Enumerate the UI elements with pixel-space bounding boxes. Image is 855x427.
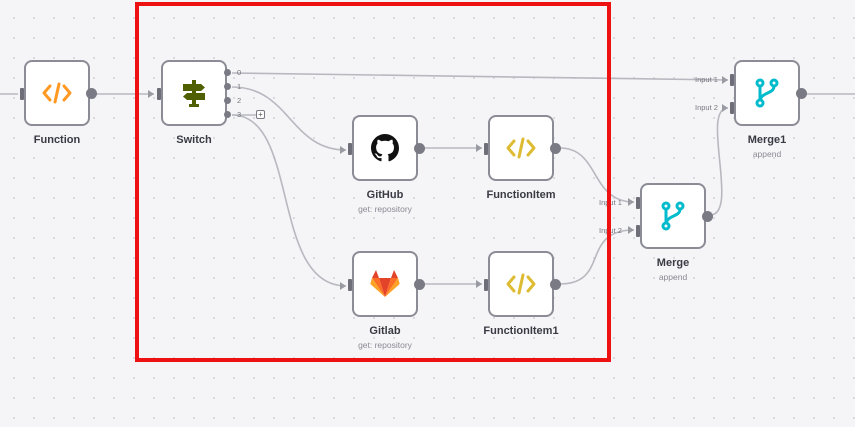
merge1-input-2-label: Input 2 xyxy=(695,103,718,112)
merge-label: Merge xyxy=(656,257,690,269)
add-node-button[interactable]: + xyxy=(256,110,265,119)
switch-output-label-1: 1 xyxy=(237,82,242,91)
github-node[interactable] xyxy=(352,115,418,181)
function-output-handle[interactable] xyxy=(86,88,97,99)
github-label: GitHub xyxy=(366,189,404,201)
merge-icon xyxy=(660,201,686,231)
function-input-handle[interactable] xyxy=(20,88,24,100)
switch-output-3[interactable] xyxy=(224,111,231,118)
arrowhead xyxy=(340,146,346,154)
functionitem-input-handle[interactable] xyxy=(484,143,488,155)
gitlab-input-handle[interactable] xyxy=(348,279,352,291)
switch-label: Switch xyxy=(176,134,212,146)
merge-input-2-label: Input 2 xyxy=(599,226,622,235)
functionitem1-output-handle[interactable] xyxy=(550,279,561,290)
function-label: Function xyxy=(33,134,81,146)
gitlab-node[interactable] xyxy=(352,251,418,317)
functionitem-label: FunctionItem xyxy=(486,189,556,201)
edge-merge-merge1 xyxy=(709,107,729,216)
switch-input-handle[interactable] xyxy=(157,88,161,100)
arrowhead xyxy=(628,226,634,234)
edge-functionitem1-merge xyxy=(559,229,635,285)
merge-input-1-handle[interactable] xyxy=(636,197,640,209)
arrowhead xyxy=(722,76,728,84)
arrowhead xyxy=(628,198,634,206)
merge-icon xyxy=(754,78,780,108)
edge-functionitem-merge xyxy=(559,147,635,203)
arrowhead xyxy=(148,90,154,98)
gitlab-icon xyxy=(370,270,400,298)
function-node[interactable] xyxy=(24,60,90,126)
edge-switch0-merge1 xyxy=(231,72,729,81)
merge-output-handle[interactable] xyxy=(702,211,713,222)
merge1-label: Merge1 xyxy=(747,134,787,146)
edge-switch3-gitlab xyxy=(231,114,347,287)
merge1-input-1-handle[interactable] xyxy=(730,74,734,86)
merge1-subtitle: append xyxy=(752,149,782,159)
edge-switch1-github xyxy=(231,86,347,151)
github-input-handle[interactable] xyxy=(348,143,352,155)
github-subtitle: get: repository xyxy=(358,204,412,214)
merge-input-1-label: Input 1 xyxy=(599,198,622,207)
code-icon xyxy=(506,273,536,295)
functionitem1-label: FunctionItem1 xyxy=(483,325,559,337)
arrowhead xyxy=(476,280,482,288)
github-output-handle[interactable] xyxy=(414,143,425,154)
signpost-icon xyxy=(179,78,209,108)
gitlab-subtitle: get: repository xyxy=(358,340,412,350)
merge1-output-handle[interactable] xyxy=(796,88,807,99)
functionitem-output-handle[interactable] xyxy=(550,143,561,154)
functionitem1-input-handle[interactable] xyxy=(484,279,488,291)
switch-output-label-2: 2 xyxy=(237,96,242,105)
merge1-input-2-handle[interactable] xyxy=(730,102,734,114)
gitlab-label: Gitlab xyxy=(369,325,401,337)
switch-output-1[interactable] xyxy=(224,83,231,90)
switch-output-0[interactable] xyxy=(224,69,231,76)
merge-node[interactable] xyxy=(640,183,706,249)
switch-output-label-3: 3 xyxy=(237,110,242,119)
switch-node[interactable] xyxy=(161,60,227,126)
code-icon xyxy=(506,137,536,159)
arrowhead xyxy=(722,104,728,112)
merge1-node[interactable] xyxy=(734,60,800,126)
gitlab-output-handle[interactable] xyxy=(414,279,425,290)
functionitem1-node[interactable] xyxy=(488,251,554,317)
merge-subtitle: append xyxy=(658,272,688,282)
functionitem-node[interactable] xyxy=(488,115,554,181)
github-icon xyxy=(371,134,399,162)
merge-input-2-handle[interactable] xyxy=(636,225,640,237)
arrowhead xyxy=(476,144,482,152)
switch-output-label-0: 0 xyxy=(237,68,242,77)
arrowhead xyxy=(340,282,346,290)
merge1-input-1-label: Input 1 xyxy=(695,75,718,84)
switch-output-2[interactable] xyxy=(224,97,231,104)
code-icon xyxy=(42,82,72,104)
